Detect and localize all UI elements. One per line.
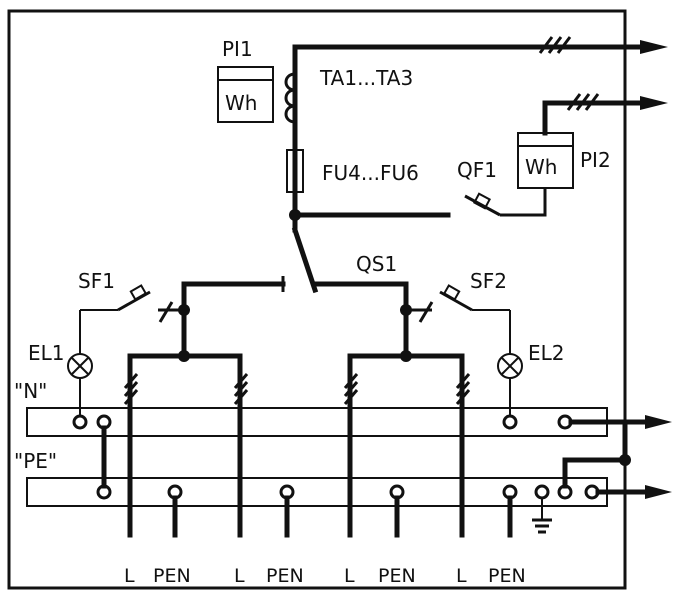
pe-bus-label: "PE" <box>14 449 57 473</box>
out1-l-label: L <box>124 565 135 587</box>
pen-conductors <box>172 495 513 538</box>
current-transformer-coil <box>284 72 296 124</box>
out1-pen-label: PEN <box>153 565 191 587</box>
out4-pen-label: PEN <box>488 565 526 587</box>
ground-icon <box>532 498 552 534</box>
n-pe-link <box>96 425 112 500</box>
qf1-label: QF1 <box>457 158 497 182</box>
n-bus-label: "N" <box>14 379 47 403</box>
lighting-circuit-left <box>67 284 151 416</box>
out4-l-label: L <box>456 565 467 587</box>
sf1-label: SF1 <box>78 269 115 293</box>
qs1-label: QS1 <box>356 252 397 276</box>
out2-l-label: L <box>234 565 245 587</box>
meter-pi2: Wh <box>517 132 574 189</box>
enclosure-frame <box>7 9 627 590</box>
pi1-label: PI1 <box>222 37 253 61</box>
el2-label: EL2 <box>528 341 565 365</box>
meter-pi2-unit: Wh <box>525 155 557 179</box>
ta-label: TA1...TA3 <box>319 66 413 90</box>
meter-pi1-unit: Wh <box>225 91 257 115</box>
main-feeder <box>292 36 668 218</box>
out2-pen-label: PEN <box>266 565 304 587</box>
out3-pen-label: PEN <box>378 565 416 587</box>
el1-label: EL1 <box>28 341 65 365</box>
pi2-label: PI2 <box>580 148 611 172</box>
fu-label: FU4...FU6 <box>322 161 419 185</box>
sf2-label: SF2 <box>470 269 507 293</box>
lighting-circuit-right <box>439 284 523 416</box>
switch-qs1 <box>181 212 409 313</box>
metering-branch <box>289 93 668 221</box>
right-distribution <box>343 301 471 538</box>
meter-pi1: Wh <box>217 66 274 123</box>
left-distribution <box>123 301 249 538</box>
fuse-symbol <box>286 149 304 193</box>
pe-busbar <box>26 419 672 507</box>
out3-l-label: L <box>344 565 355 587</box>
